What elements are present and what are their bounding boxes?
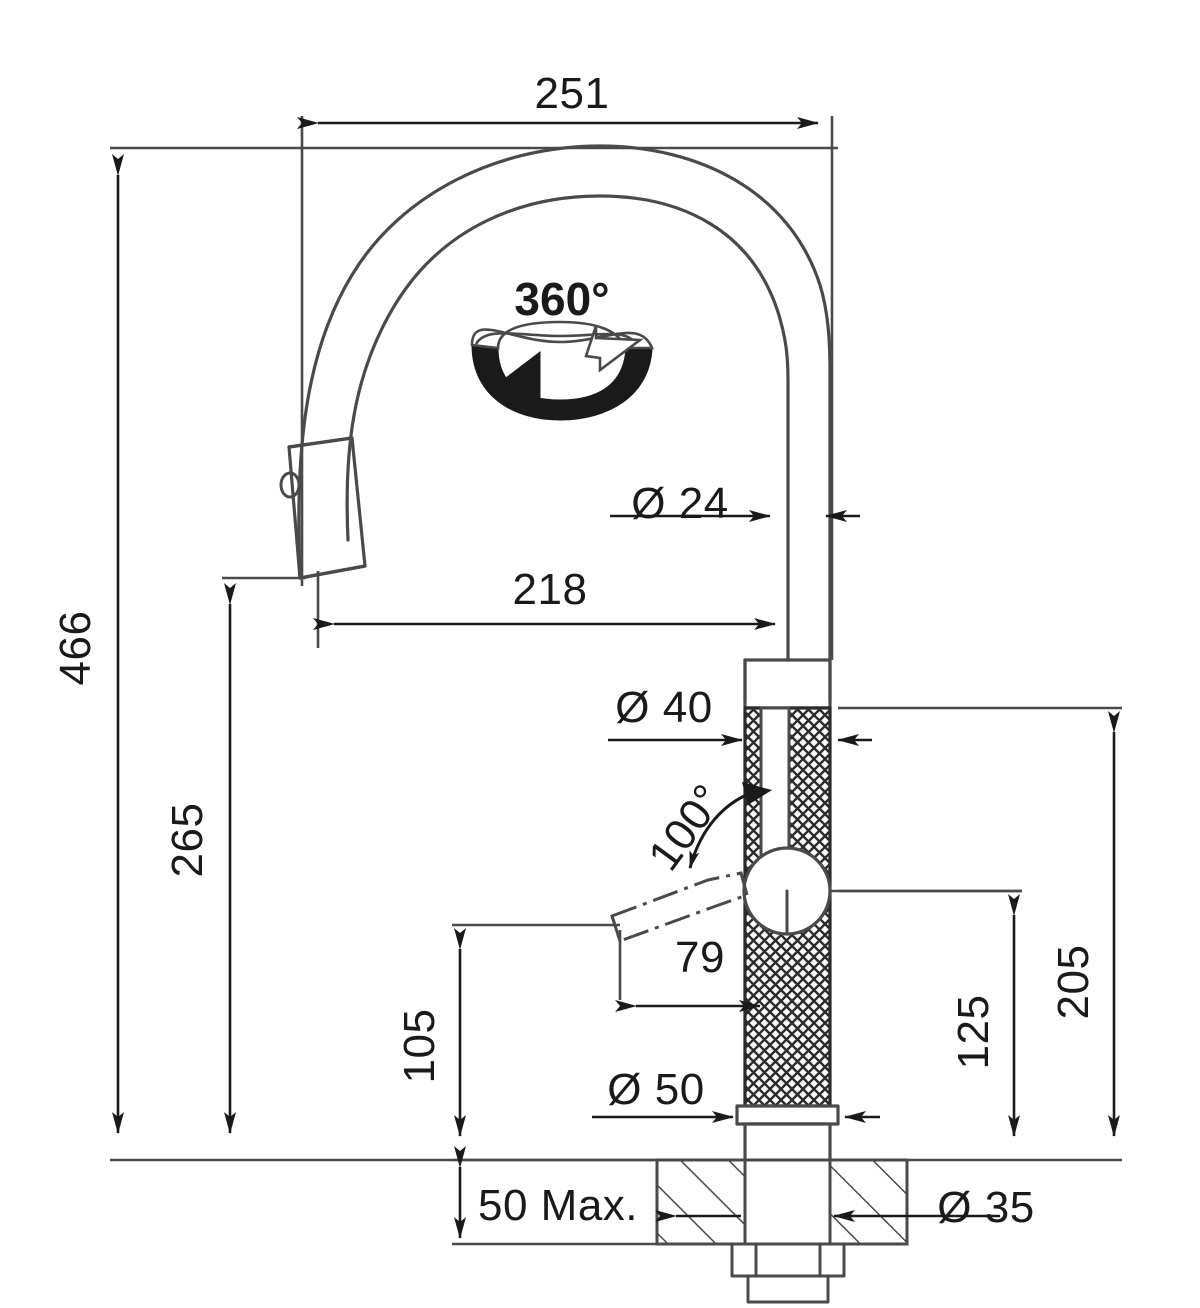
rotation-360-icon-group: 360° — [470, 273, 654, 421]
label-tube-diameter: Ø 24 — [631, 479, 728, 528]
label-body-diameter: Ø 40 — [615, 683, 712, 732]
handle-lever-tip-end — [610, 915, 622, 942]
spray-head-split-line — [287, 436, 354, 449]
label-body-height: 205 — [1049, 945, 1098, 1020]
swivel-arc-arrow-up — [742, 782, 772, 805]
spray-head-outlet — [298, 564, 367, 580]
label-hole-diameter: Ø 35 — [937, 1183, 1034, 1232]
worktop-section — [655, 1158, 909, 1246]
handle-lever-solid-ends — [610, 872, 749, 942]
fixing-nut — [730, 1240, 846, 1278]
rotation-arrow-light-head — [584, 325, 644, 373]
label-handle-height: 125 — [949, 995, 998, 1070]
label-handle-reach: 79 — [675, 933, 725, 982]
spray-mode-button — [279, 471, 301, 499]
label-handle-clearance: 105 — [395, 1009, 444, 1084]
rotation-arrow-light-ring-inner — [474, 331, 638, 345]
handle-lever-outline — [610, 871, 749, 943]
rotation-360-label: 360° — [514, 273, 609, 325]
label-inner-reach: 218 — [513, 565, 588, 614]
label-base-diameter: Ø 50 — [607, 1065, 704, 1114]
dimension-labels: 466 251 265 218 Ø 24 Ø 40 Ø 50 Ø 35 205 … — [51, 69, 1098, 1232]
spout-inner-profile — [345, 194, 790, 662]
dimension-lines — [110, 116, 1122, 1246]
hose-connector — [746, 1274, 830, 1304]
handle-lever-phantom — [610, 871, 749, 943]
handle-lever-hub-end — [739, 872, 749, 896]
cartridge-stem-fill — [761, 708, 789, 856]
faucet-geometry — [279, 144, 846, 1304]
base-escutcheon — [735, 1104, 840, 1126]
label-overall-height: 466 — [51, 611, 100, 686]
rotation-arrow-dark-head — [497, 350, 541, 415]
label-spout-height: 265 — [163, 803, 212, 878]
worktop-hole-cutout — [745, 1160, 830, 1244]
label-total-reach: 251 — [535, 69, 610, 118]
label-worktop-thickness: 50 Max. — [478, 1181, 638, 1230]
